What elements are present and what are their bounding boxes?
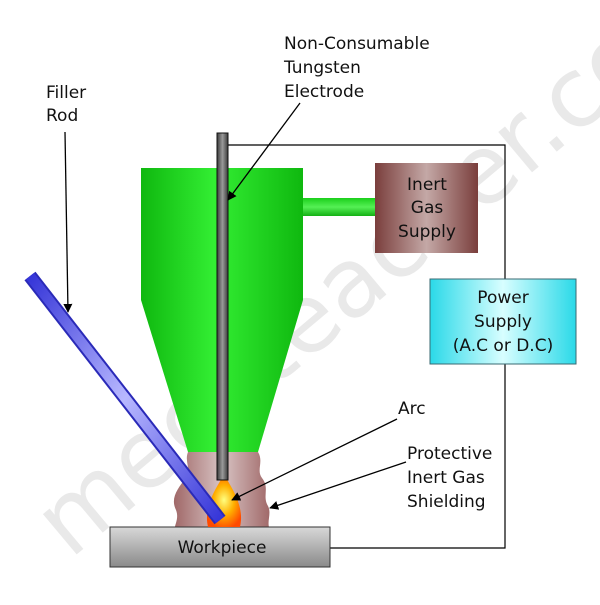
filler-leader-arrow <box>63 131 73 313</box>
electrode-leader-arrow <box>227 102 301 201</box>
shield-label-line1: Protective <box>407 444 492 464</box>
power-supply-box <box>429 278 577 365</box>
power-label-line1: Power <box>477 288 528 308</box>
shield-label-line2: Inert Gas <box>407 468 485 488</box>
power-label-line3: (A.C or D.C) <box>453 336 553 356</box>
electrode-label-line2: Tungsten <box>283 58 361 78</box>
filler-label-line2: Rod <box>46 106 78 126</box>
arc-label: Arc <box>398 399 426 419</box>
gas-label-line3: Supply <box>398 222 456 242</box>
filler-label-line1: Filler <box>46 83 86 103</box>
shield-label-line3: Shielding <box>407 492 486 512</box>
inert-gas-supply-box <box>375 163 478 253</box>
tungsten-electrode <box>216 132 229 481</box>
electrode-label-line1: Non-Consumable <box>284 34 430 54</box>
gas-label-line2: Gas <box>411 198 444 218</box>
arc-leader-arrow <box>231 418 398 501</box>
electrode-label-line3: Electrode <box>284 82 364 102</box>
workpiece <box>109 526 331 568</box>
power-label-line2: Supply <box>474 312 532 332</box>
gas-pipe <box>300 198 378 216</box>
shield-leader-arrow <box>269 461 407 510</box>
workpiece-label: Workpiece <box>178 538 267 558</box>
gas-label-line1: Inert <box>407 175 447 195</box>
